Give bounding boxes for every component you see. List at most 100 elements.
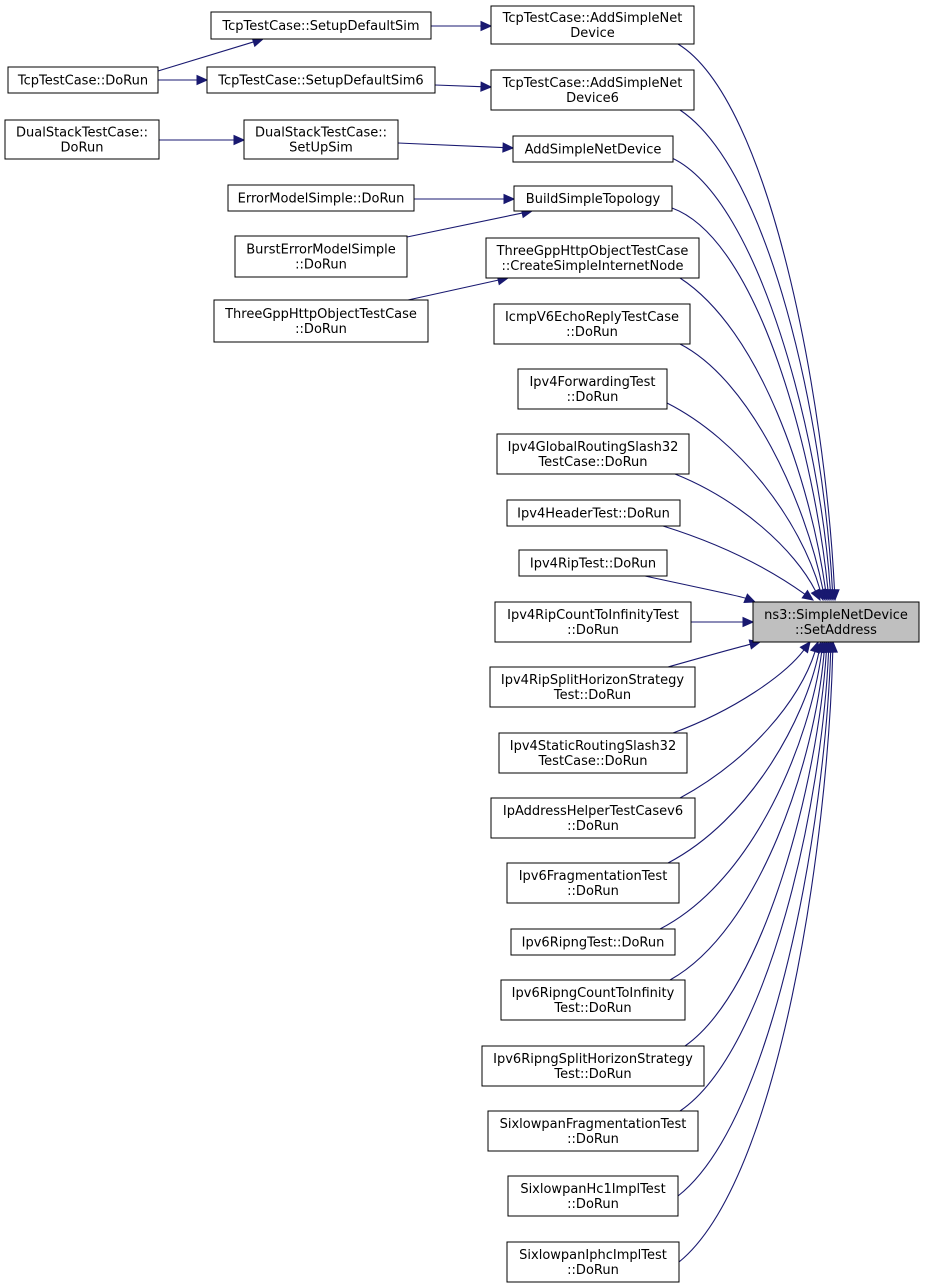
- node-box: [493, 303, 691, 345]
- node-label: TcpTestCase::SetupDefaultSim: [221, 19, 419, 34]
- edge-threegpp-dorun-to-threegpp-create: [407, 275, 510, 301]
- edge-line: [659, 651, 823, 930]
- node-sixlowpanhc1-dorun[interactable]: SixlowpanHc1ImplTest::DoRun: [507, 1175, 679, 1217]
- node-setaddress[interactable]: ns3::SimpleNetDevice::SetAddress: [752, 601, 920, 643]
- node-label: SixlowpanIphcImplTest: [519, 1248, 667, 1263]
- arrowhead-icon: [742, 616, 755, 628]
- edge-line: [406, 212, 523, 238]
- node-label: ns3::SimpleNetDevice: [764, 608, 908, 623]
- node-label: Ipv6RipngCountToInfinity: [512, 986, 675, 1001]
- edge-line: [157, 41, 254, 72]
- node-box: [490, 5, 695, 45]
- node-label: Device: [570, 26, 614, 41]
- node-setupdefaultsim[interactable]: TcpTestCase::SetupDefaultSim: [210, 11, 432, 40]
- node-box: [506, 1241, 680, 1283]
- node-label: Ipv4ForwardingTest: [529, 375, 655, 390]
- node-ipv6ripng-dorun[interactable]: Ipv6RipngTest::DoRun: [510, 928, 676, 956]
- edge-sixlowpanfrag-dorun-to-setaddress: [679, 640, 834, 1112]
- node-label: TcpTestCase::SetupDefaultSim6: [217, 74, 423, 89]
- node-label: Ipv4RipSplitHorizonStrategy: [501, 673, 684, 688]
- edge-sixlowpanhc1-dorun-to-setaddress: [677, 640, 836, 1197]
- edge-setupdefaultsim-to-addsimplenetdevice-tcp: [431, 20, 493, 32]
- node-box: [7, 66, 159, 94]
- node-errormodel-dorun[interactable]: ErrorModelSimple::DoRun: [227, 184, 415, 212]
- node-label: Device6: [566, 91, 619, 106]
- nodes-layer: ns3::SimpleNetDevice::SetAddress TcpTestC…: [4, 5, 920, 1283]
- arrowhead-icon: [827, 640, 839, 653]
- edge-line: [667, 643, 751, 668]
- node-label: Ipv4GlobalRoutingSlash32: [508, 440, 679, 455]
- node-ipv4rip-dorun[interactable]: Ipv4RipTest::DoRun: [518, 549, 668, 577]
- node-box: [490, 69, 695, 111]
- node-label: IcmpV6EchoReplyTestCase: [505, 310, 679, 325]
- node-label: ErrorModelSimple::DoRun: [238, 192, 405, 207]
- edge-line: [674, 473, 817, 592]
- node-threegpp-create[interactable]: ThreeGppHttpObjectTestCase::CreateSimple…: [485, 237, 700, 279]
- node-sixlowpaniphc-dorun[interactable]: SixlowpanIphcImplTest::DoRun: [506, 1241, 680, 1283]
- node-ipaddresshelper-dorun[interactable]: IpAddressHelperTestCasev6::DoRun: [490, 797, 696, 839]
- arrowhead-icon: [480, 81, 493, 92]
- node-addsimplenetdevice[interactable]: AddSimpleNetDevice: [512, 135, 674, 163]
- node-dualstack-dorun[interactable]: DualStackTestCase::DoRun: [4, 119, 160, 160]
- node-box: [489, 666, 696, 708]
- node-label: ::DoRun: [567, 819, 619, 834]
- node-label: Test::DoRun: [553, 688, 631, 703]
- node-icmpv6-dorun[interactable]: IcmpV6EchoReplyTestCase::DoRun: [493, 303, 691, 345]
- node-threegpp-dorun[interactable]: ThreeGppHttpObjectTestCase::DoRun: [213, 299, 429, 343]
- node-label: Ipv4StaticRoutingSlash32: [510, 739, 676, 754]
- edge-ipaddresshelper-dorun-to-setaddress: [679, 640, 820, 799]
- node-label: ThreeGppHttpObjectTestCase: [496, 244, 689, 259]
- edge-errormodel-dorun-to-buildsimpletopology: [414, 193, 516, 205]
- edge-ipv4ripcount-dorun-to-setaddress: [691, 616, 755, 628]
- node-label: ::DoRun: [566, 325, 618, 340]
- node-tcp-dorun[interactable]: TcpTestCase::DoRun: [7, 66, 159, 94]
- node-ipv4header-dorun[interactable]: Ipv4HeaderTest::DoRun: [506, 499, 681, 527]
- node-addsimplenetdevice-tcp[interactable]: TcpTestCase::AddSimpleNetDevice: [490, 5, 695, 45]
- edge-ipv4forwarding-dorun-to-setaddress: [666, 402, 826, 602]
- node-label: Ipv6RipngTest::DoRun: [522, 936, 665, 951]
- edge-tcp-dorun-to-setupdefaultsim6: [158, 74, 209, 86]
- node-box: [512, 135, 674, 163]
- node-label: ::DoRun: [567, 390, 619, 405]
- node-box: [513, 185, 673, 212]
- node-dualstack-setupsim[interactable]: DualStackTestCase::SetUpSim: [243, 119, 399, 160]
- edge-tcp-dorun-to-setupdefaultsim: [157, 37, 265, 72]
- edge-line: [667, 651, 820, 864]
- node-box: [481, 1045, 705, 1087]
- node-label: ::DoRun: [567, 1197, 619, 1212]
- edge-ipv4rip-dorun-to-setaddress: [644, 575, 757, 603]
- edge-line: [644, 575, 746, 599]
- node-ipv6fragmentation-dorun[interactable]: Ipv6FragmentationTest::DoRun: [506, 862, 680, 904]
- node-bursterror-dorun[interactable]: BurstErrorModelSimple::DoRun: [234, 235, 408, 278]
- node-ipv4ripcount-dorun[interactable]: Ipv4RipCountToInfinityTest::DoRun: [494, 601, 692, 643]
- arrowhead-icon: [233, 134, 246, 146]
- node-sixlowpanfrag-dorun[interactable]: SixlowpanFragmentationTest::DoRun: [487, 1110, 699, 1152]
- node-box: [506, 862, 680, 904]
- node-setupdefaultsim6[interactable]: TcpTestCase::SetupDefaultSim6: [206, 66, 436, 94]
- arrowhead-icon: [743, 593, 757, 603]
- edge-line: [678, 651, 834, 1263]
- edge-line: [679, 109, 833, 591]
- edge-ipv4globalrouting-dorun-to-setaddress: [674, 473, 821, 602]
- edge-line: [679, 277, 827, 591]
- node-box: [496, 433, 690, 475]
- edge-ipv6ripngsplit-dorun-to-setaddress: [684, 640, 832, 1047]
- node-box: [206, 66, 436, 94]
- node-ipv4forwarding-dorun[interactable]: Ipv4ForwardingTest::DoRun: [517, 368, 668, 410]
- node-label: SixlowpanFragmentationTest: [500, 1117, 687, 1132]
- node-box: [4, 119, 160, 160]
- edge-line: [669, 651, 825, 981]
- node-label: ::CreateSimpleInternetNode: [502, 259, 684, 274]
- edge-dualstack-setupsim-to-addsimplenetdevice: [397, 142, 515, 153]
- node-buildsimpletopology[interactable]: BuildSimpleTopology: [513, 185, 673, 212]
- node-label: TestCase::DoRun: [537, 455, 647, 470]
- node-box: [227, 184, 415, 212]
- edge-line: [397, 142, 504, 149]
- edge-addsimplenetdevice-tcp-to-setaddress: [677, 43, 840, 602]
